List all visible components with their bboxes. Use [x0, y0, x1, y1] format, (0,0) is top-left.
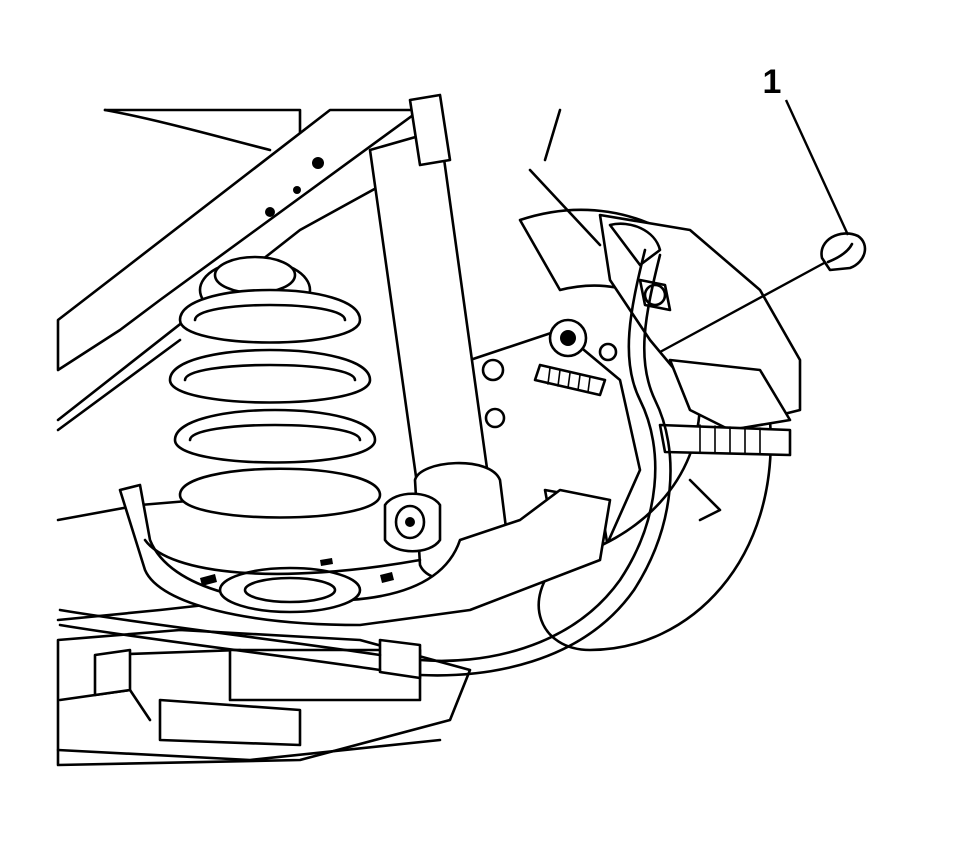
shock-absorber	[368, 93, 512, 583]
brake-caliper	[598, 213, 802, 432]
brake-hose	[58, 248, 672, 680]
brake-cable	[533, 363, 792, 457]
callout-leader-1	[784, 99, 850, 236]
lower-spring-seat	[118, 483, 612, 627]
callout-pointer-1	[659, 260, 827, 354]
lower-structure	[56, 498, 472, 767]
body-frame-rail	[56, 108, 422, 432]
coil-spring	[168, 255, 382, 519]
callout-label-1: 1	[763, 63, 782, 101]
retaining-clip	[820, 232, 867, 272]
